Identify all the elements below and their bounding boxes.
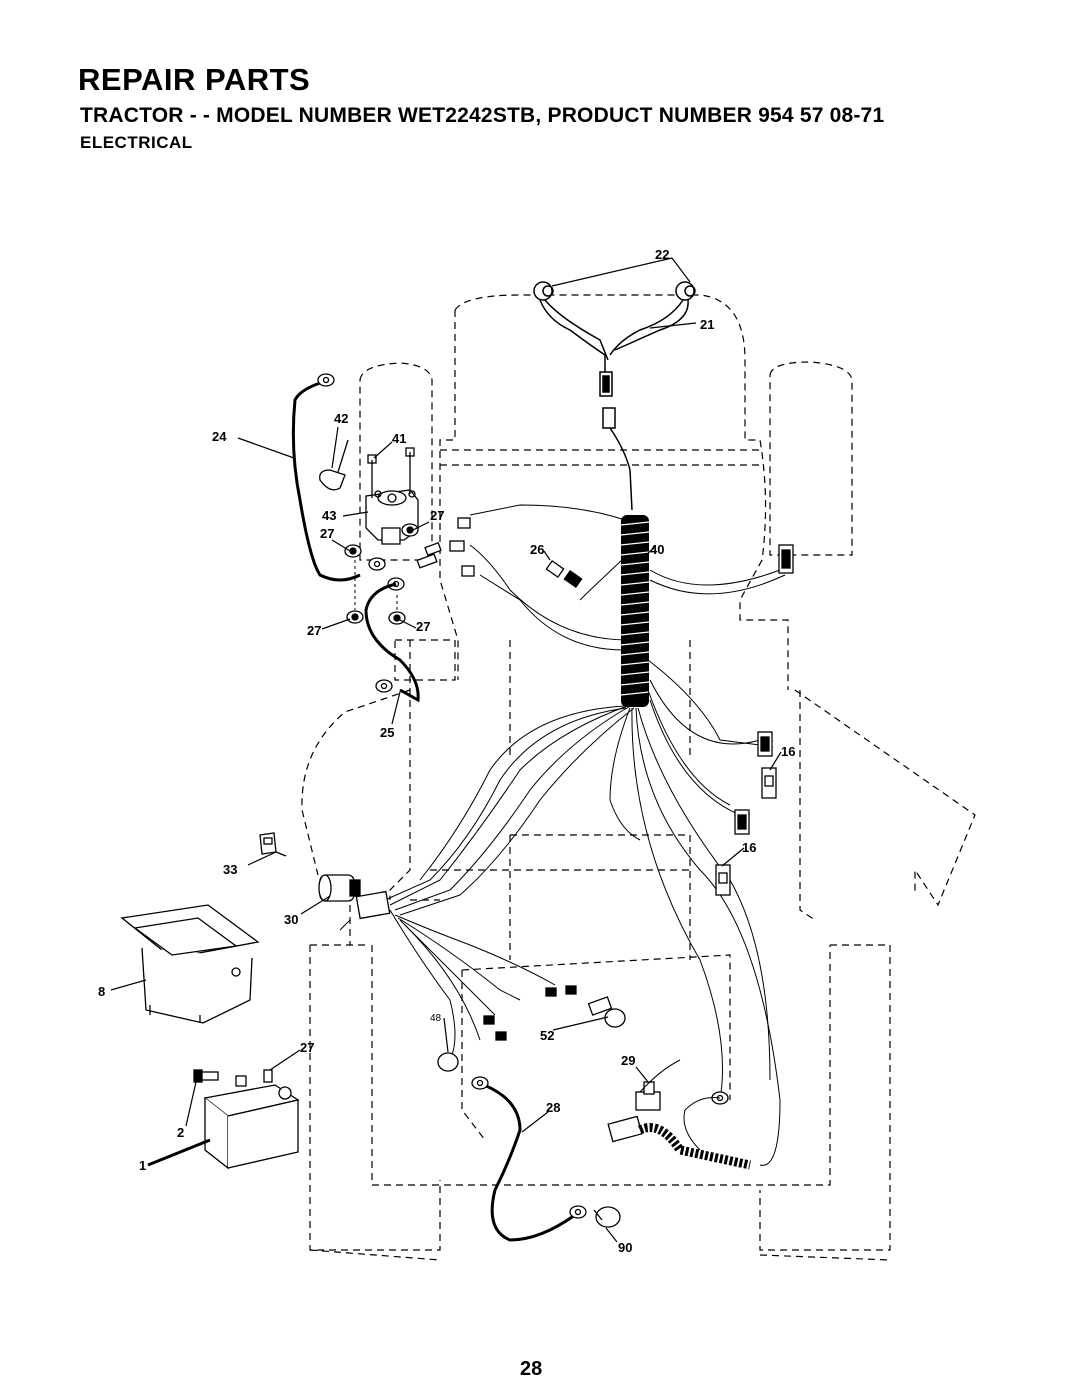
callout-1: 1 <box>139 1158 146 1173</box>
callout-33: 33 <box>223 862 237 877</box>
callout-16-upper: 16 <box>781 744 795 759</box>
callout-22: 22 <box>655 247 669 262</box>
tractor-outline <box>301 294 976 1261</box>
section-title: ELECTRICAL <box>80 133 193 152</box>
callout-40: 40 <box>650 542 664 557</box>
callout-43: 43 <box>322 508 336 523</box>
callout-41: 41 <box>392 431 406 446</box>
callout-52: 52 <box>540 1028 554 1043</box>
callout-24: 24 <box>212 429 227 444</box>
connectors <box>449 517 794 1041</box>
terminal-lugs <box>317 373 442 693</box>
battery-box <box>120 904 260 1024</box>
callout-29: 29 <box>621 1053 635 1068</box>
callout-2: 2 <box>177 1125 184 1140</box>
callout-30: 30 <box>284 912 298 927</box>
page-number: 28 <box>520 1358 543 1380</box>
callout-8: 8 <box>98 984 105 999</box>
callout-27-lower-left: 27 <box>307 623 321 638</box>
battery-cable-24 <box>291 381 361 582</box>
coil-cord <box>637 1123 751 1170</box>
callout-26: 26 <box>530 542 544 557</box>
ground-cable-25 <box>364 582 420 703</box>
wiring-harness-coil <box>620 515 650 707</box>
page-subtitle: TRACTOR - - MODEL NUMBER WET2242STB, PRO… <box>80 104 885 127</box>
callout-48: 48 <box>430 1013 442 1024</box>
callout-90: 90 <box>618 1240 632 1255</box>
callout-leaders <box>110 426 782 1243</box>
callouts: 22 21 42 24 41 43 27 27 26 40 27 27 25 1… <box>98 247 795 1255</box>
ground-cable-28 <box>483 1083 576 1242</box>
callout-27-lower-right: 27 <box>416 619 430 634</box>
callout-27-left: 27 <box>320 526 334 541</box>
battery <box>193 1069 300 1170</box>
callout-28: 28 <box>546 1100 560 1115</box>
callout-27-battery: 27 <box>300 1040 314 1055</box>
misc-parts <box>437 996 729 1228</box>
callout-21: 21 <box>700 317 714 332</box>
page-title: REPAIR PARTS <box>78 62 311 97</box>
callout-42: 42 <box>334 411 348 426</box>
callout-27-solenoid: 27 <box>430 508 444 523</box>
ignition-switch <box>259 832 391 920</box>
headlight-harness <box>533 281 696 511</box>
callout-25: 25 <box>380 725 394 740</box>
callout-16-lower: 16 <box>742 840 756 855</box>
